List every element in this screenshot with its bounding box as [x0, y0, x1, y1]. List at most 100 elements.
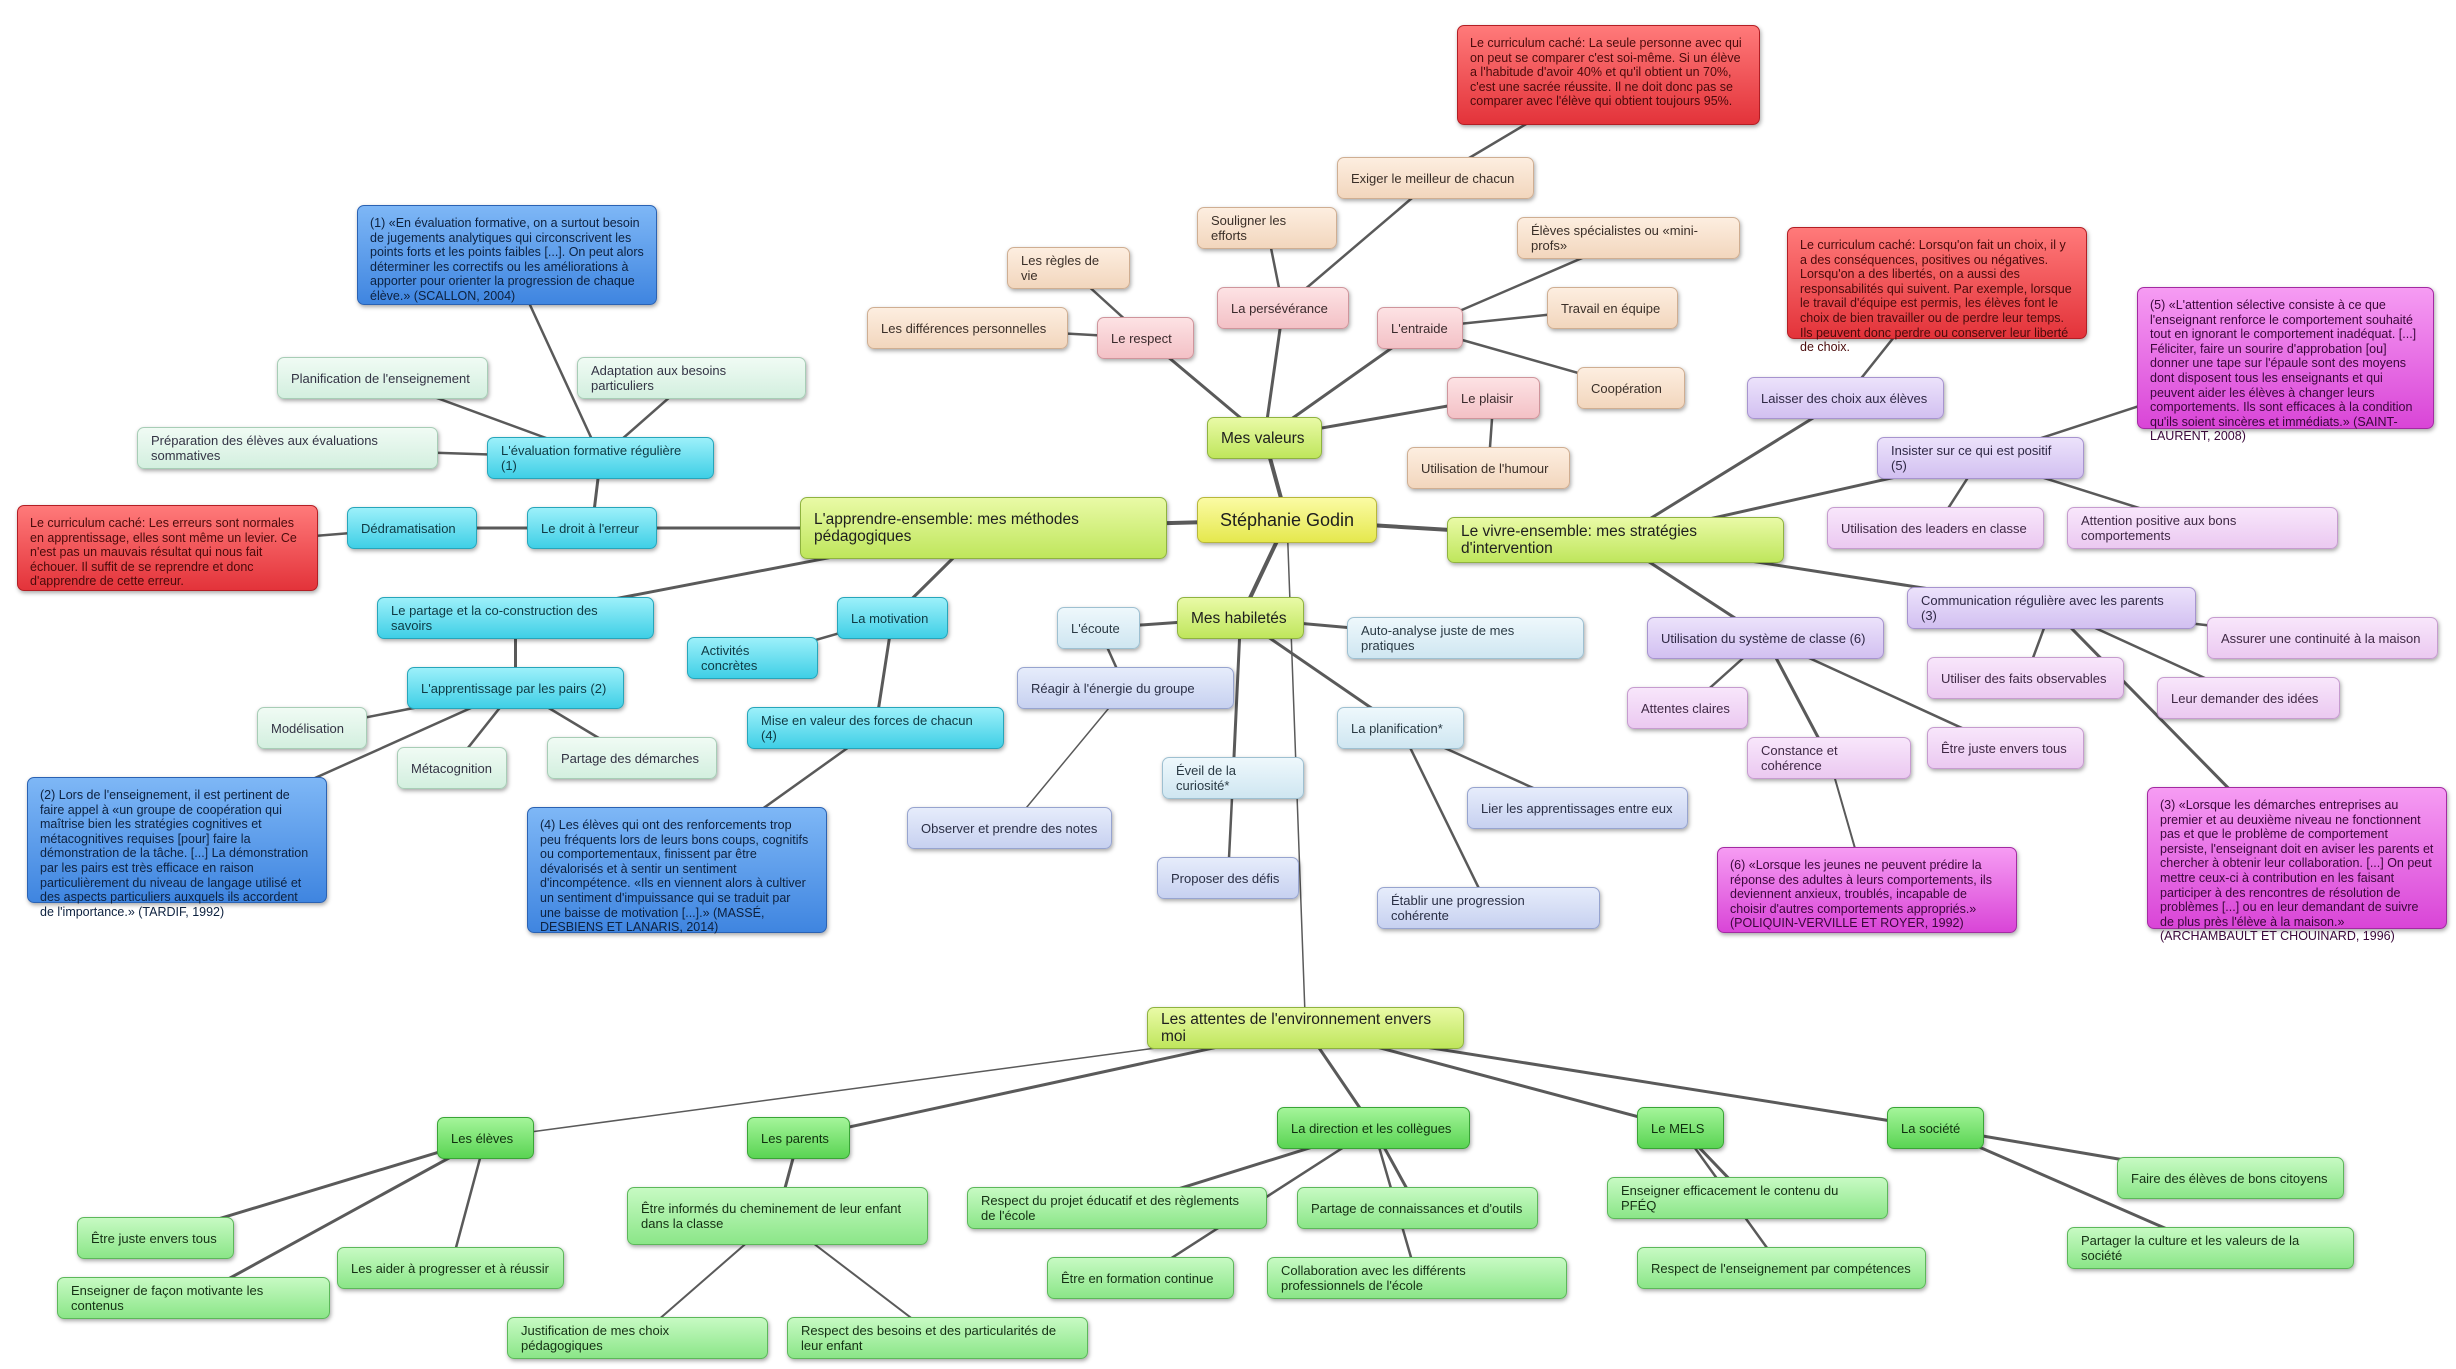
note-tardif[interactable]: (2) Lors de l'enseignement, il est perti… — [27, 777, 327, 919]
node-utilisation-humour[interactable]: Utilisation de l'humour — [1407, 447, 1570, 489]
node-apprentissage-pairs[interactable]: L'apprentissage par les pairs (2) — [407, 667, 624, 709]
node-eveil-curiosite[interactable]: Éveil de la curiosité* — [1162, 757, 1304, 799]
node-eveil-curiosite-label: Éveil de la curiosité* — [1176, 763, 1236, 793]
node-constance-coherence[interactable]: Constance et cohérence — [1747, 737, 1911, 779]
node-collaboration-professionnels[interactable]: Collaboration avec les différents profes… — [1267, 1257, 1567, 1299]
node-bons-citoyens-label: Faire des élèves de bons citoyens — [2131, 1170, 2328, 1186]
node-partage-co-construction[interactable]: Le partage et la co-construction des sav… — [377, 597, 654, 639]
node-direction-collegues[interactable]: La direction et les collègues — [1277, 1107, 1470, 1149]
node-perseverance[interactable]: La persévérance — [1217, 287, 1349, 329]
node-auto-analyse[interactable]: Auto-analyse juste de mes pratiques — [1347, 617, 1584, 659]
node-eleves-juste[interactable]: Être juste envers tous — [77, 1217, 234, 1259]
node-faits-observables[interactable]: Utiliser des faits observables — [1927, 657, 2124, 699]
node-adaptation-besoins[interactable]: Adaptation aux besoins particuliers — [577, 357, 806, 399]
node-projet-educatif[interactable]: Respect du projet éducatif et des règlem… — [967, 1187, 1267, 1229]
note-masse[interactable]: (4) Les élèves qui ont des renforcements… — [527, 807, 827, 934]
node-la-societe[interactable]: La société — [1887, 1107, 1984, 1149]
connector-valeurs-perseverance — [1263, 306, 1285, 440]
node-planification[interactable]: La planification* — [1337, 707, 1464, 749]
node-souligner-efforts[interactable]: Souligner les efforts — [1197, 207, 1337, 249]
note-curriculum-choix[interactable]: Le curriculum caché: Lorsqu'on fait un c… — [1787, 227, 2087, 354]
connector-eleves-eleves_motivante — [192, 1136, 487, 1300]
central-topic[interactable]: Stéphanie Godin — [1197, 497, 1377, 543]
connector-eleves-eleves_aider — [449, 1136, 487, 1270]
node-les-parents[interactable]: Les parents — [747, 1117, 850, 1159]
node-bons-citoyens[interactable]: Faire des élèves de bons citoyens — [2117, 1157, 2344, 1199]
note-tardif-label: (2) Lors de l'enseignement, il est perti… — [40, 788, 309, 919]
node-ecoute[interactable]: L'écoute — [1057, 607, 1140, 649]
node-modelisation[interactable]: Modélisation — [257, 707, 367, 749]
node-juste-envers-tous[interactable]: Être juste envers tous — [1927, 727, 2084, 769]
node-leaders-classe[interactable]: Utilisation des leaders en classe — [1827, 507, 2044, 549]
node-culture-valeurs-label: Partager la culture et les valeurs de la… — [2081, 1233, 2300, 1263]
node-eleves-specialistes[interactable]: Élèves spécialistes ou «mini-profs» — [1517, 217, 1740, 259]
node-partage-connaissances[interactable]: Partage de connaissances et d'outils — [1297, 1187, 1538, 1229]
node-attentes-claires[interactable]: Attentes claires — [1627, 687, 1748, 729]
node-parents-justification-label: Justification de mes choix pédagogiques — [521, 1323, 670, 1353]
node-metacognition-label: Métacognition — [411, 760, 492, 776]
note-poliquin[interactable]: (6) «Lorsque les jeunes ne peuvent prédi… — [1717, 847, 2017, 933]
node-culture-valeurs[interactable]: Partager la culture et les valeurs de la… — [2067, 1227, 2354, 1269]
node-differences-personnelles[interactable]: Les différences personnelles — [867, 307, 1068, 349]
node-communication-parents[interactable]: Communication régulière avec les parents… — [1907, 587, 2196, 629]
node-proposer-defis[interactable]: Proposer des défis — [1157, 857, 1299, 899]
topic-mes-habiletes[interactable]: Mes habiletés — [1177, 597, 1304, 639]
node-evaluation-formative[interactable]: L'évaluation formative régulière (1) — [487, 437, 714, 479]
node-insister-positif[interactable]: Insister sur ce qui est positif (5) — [1877, 437, 2084, 479]
node-preparation-evaluations[interactable]: Préparation des élèves aux évaluations s… — [137, 427, 438, 469]
node-entraide[interactable]: L'entraide — [1377, 307, 1463, 349]
node-collaboration-professionnels-label: Collaboration avec les différents profes… — [1281, 1263, 1466, 1293]
node-le-mels[interactable]: Le MELS — [1637, 1107, 1724, 1149]
node-utilisation-humour-label: Utilisation de l'humour — [1421, 460, 1549, 476]
node-contenu-pfeq[interactable]: Enseigner efficacement le contenu du PFÉ… — [1607, 1177, 1888, 1219]
node-cooperation[interactable]: Coopération — [1577, 367, 1685, 409]
node-eleves-motivante[interactable]: Enseigner de façon motivante les contenu… — [57, 1277, 330, 1319]
node-attention-positive[interactable]: Attention positive aux bons comportement… — [2067, 507, 2338, 549]
note-curriculum-erreur[interactable]: Le curriculum caché: Les erreurs sont no… — [17, 505, 318, 591]
node-demander-idees[interactable]: Leur demander des idées — [2157, 677, 2340, 719]
node-eleves-aider[interactable]: Les aider à progresser et à réussir — [337, 1247, 564, 1289]
node-plaisir[interactable]: Le plaisir — [1447, 377, 1540, 419]
node-exiger-meilleur[interactable]: Exiger le meilleur de chacun — [1337, 157, 1534, 199]
node-competences[interactable]: Respect de l'enseignement par compétence… — [1637, 1247, 1926, 1289]
note-curriculum-perseverance[interactable]: Le curriculum caché: La seule personne a… — [1457, 25, 1760, 125]
note-saint-laurent[interactable]: (5) «L'attention sélective consiste à ce… — [2137, 287, 2434, 443]
node-droit-erreur[interactable]: Le droit à l'erreur — [527, 507, 657, 549]
node-dedramatisation[interactable]: Dédramatisation — [347, 507, 477, 549]
node-regles-de-vie[interactable]: Les règles de vie — [1007, 247, 1130, 289]
note-saint-laurent-label: (5) «L'attention sélective consiste à ce… — [2150, 298, 2417, 444]
topic-vivre-ensemble[interactable]: Le vivre-ensemble: mes stratégies d'inte… — [1447, 517, 1784, 563]
node-parents-respect[interactable]: Respect des besoins et des particularité… — [787, 1317, 1088, 1359]
topic-mes-valeurs[interactable]: Mes valeurs — [1207, 417, 1322, 459]
node-planification-enseignement[interactable]: Planification de l'enseignement — [277, 357, 488, 399]
node-parents-informes-label: Être informés du cheminement de leur enf… — [641, 1201, 902, 1231]
node-perseverance-label: La persévérance — [1231, 300, 1328, 316]
node-lier-apprentissages[interactable]: Lier les apprentissages entre eux — [1467, 787, 1688, 829]
node-mise-en-valeur-label: Mise en valeur des forces de chacun (4) — [761, 713, 973, 743]
node-laisser-choix[interactable]: Laisser des choix aux élèves — [1747, 377, 1944, 419]
node-mise-en-valeur[interactable]: Mise en valeur des forces de chacun (4) — [747, 707, 1004, 749]
topic-apprendre-ensemble[interactable]: L'apprendre-ensemble: mes méthodes pédag… — [800, 497, 1167, 559]
node-le-mels-label: Le MELS — [1651, 1120, 1705, 1136]
note-scallon[interactable]: (1) «En évaluation formative, on a surto… — [357, 205, 657, 305]
node-formation-continue[interactable]: Être en formation continue — [1047, 1257, 1234, 1299]
node-metacognition[interactable]: Métacognition — [397, 747, 507, 789]
node-adaptation-besoins-label: Adaptation aux besoins particuliers — [591, 363, 727, 393]
node-le-respect[interactable]: Le respect — [1097, 317, 1194, 359]
node-travail-equipe[interactable]: Travail en équipe — [1547, 287, 1678, 329]
node-partage-demarches[interactable]: Partage des démarches — [547, 737, 717, 779]
node-motivation[interactable]: La motivation — [837, 597, 948, 639]
node-observer-notes[interactable]: Observer et prendre des notes — [907, 807, 1112, 849]
node-systeme-classe[interactable]: Utilisation du système de classe (6) — [1647, 617, 1884, 659]
node-continuite-maison[interactable]: Assurer une continuité à la maison — [2207, 617, 2438, 659]
node-les-eleves[interactable]: Les élèves — [437, 1117, 534, 1159]
node-juste-envers-tous-label: Être juste envers tous — [1941, 740, 2067, 756]
node-activites-concretes[interactable]: Activités concrètes — [687, 637, 818, 679]
node-progression-coherente[interactable]: Établir une progression cohérente — [1377, 887, 1600, 929]
topic-attentes-environnement[interactable]: Les attentes de l'environnement envers m… — [1147, 1007, 1464, 1049]
node-parents-informes[interactable]: Être informés du cheminement de leur enf… — [627, 1187, 928, 1245]
node-parents-justification[interactable]: Justification de mes choix pédagogiques — [507, 1317, 768, 1359]
node-reagir-energie[interactable]: Réagir à l'énergie du groupe — [1017, 667, 1234, 709]
node-motivation-label: La motivation — [851, 610, 929, 626]
note-archambault[interactable]: (3) «Lorsque les démarches entreprises a… — [2147, 787, 2447, 943]
